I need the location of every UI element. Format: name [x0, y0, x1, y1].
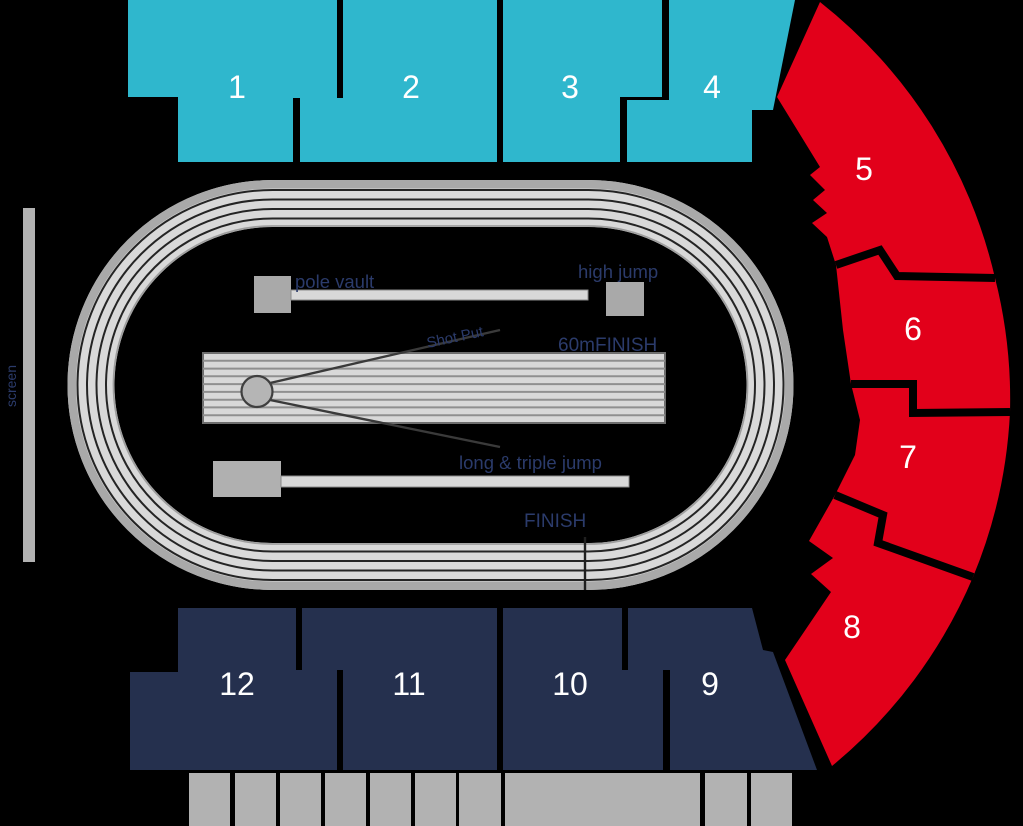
section-1[interactable] — [128, 0, 337, 162]
sprint-lane-lines — [203, 359, 665, 417]
track-lane-separator — [105, 217, 756, 553]
section-5-label: 5 — [855, 151, 873, 187]
divider-5-6 — [834, 245, 996, 282]
section-10-label: 10 — [552, 666, 588, 702]
concourse-block — [370, 773, 411, 826]
screen-label: screen — [3, 365, 19, 407]
sprint-straight — [202, 352, 666, 424]
long-triple-jump-label: long & triple jump — [459, 452, 602, 473]
shot-put-sector-line — [269, 328, 501, 385]
pole-vault-runway — [290, 289, 589, 301]
section-9-label: 9 — [701, 666, 719, 702]
divider-6-7 — [851, 380, 1011, 418]
section-4[interactable] — [627, 0, 795, 162]
concourse-block — [415, 773, 456, 826]
section-1-label: 1 — [228, 69, 246, 105]
track-inner-edge — [112, 225, 749, 545]
section-12[interactable] — [130, 608, 337, 770]
section-6[interactable] — [836, 250, 1011, 413]
tier-curve: 5 6 7 8 — [777, 2, 1011, 766]
section-8-label: 8 — [843, 609, 861, 645]
concourse — [189, 773, 792, 826]
concourse-block — [189, 773, 230, 826]
pole-vault-pit — [254, 276, 291, 313]
tier-top: 1 2 3 4 — [128, 0, 795, 162]
section-9[interactable] — [628, 608, 817, 770]
running-track — [67, 180, 794, 590]
concourse-block — [751, 773, 792, 826]
track-lane-separator — [76, 189, 785, 581]
concourse-block — [280, 773, 321, 826]
section-4-label: 4 — [703, 69, 721, 105]
pole-vault-label: pole vault — [295, 271, 374, 292]
high-jump-label: high jump — [578, 261, 658, 282]
shot-put-sector-line — [269, 398, 501, 449]
track-lane-separator — [86, 198, 775, 572]
section-7[interactable] — [835, 384, 1010, 577]
section-2-label: 2 — [402, 69, 420, 105]
tier-bottom: 12 11 10 9 — [130, 608, 817, 770]
sprint-finish-label: 60mFINISH — [558, 335, 657, 356]
finish-label: FINISH — [524, 511, 586, 532]
section-2[interactable] — [300, 0, 497, 162]
section-11[interactable] — [302, 608, 497, 770]
shot-put-circle — [240, 374, 274, 409]
divider-7-8 — [833, 491, 975, 581]
section-6-label: 6 — [904, 311, 922, 347]
concourse-block — [235, 773, 276, 826]
section-3-label: 3 — [561, 69, 579, 105]
infield: pole vault high jump Shot Put 60mFINISH … — [202, 261, 666, 532]
section-7-label: 7 — [899, 439, 917, 475]
track-lane-separator — [95, 208, 766, 562]
section-12-label: 12 — [219, 666, 255, 702]
concourse-block-wide — [505, 773, 700, 826]
screen-bar — [23, 208, 35, 562]
long-jump-runway — [280, 475, 630, 488]
concourse-block — [459, 773, 501, 826]
track-base-band — [67, 180, 794, 590]
long-jump-pit — [213, 461, 281, 497]
track-outer-band — [67, 180, 794, 590]
screen-board: screen — [3, 208, 35, 562]
section-5[interactable] — [777, 2, 995, 278]
section-10[interactable] — [503, 608, 663, 770]
high-jump-pit — [606, 282, 644, 316]
shot-put-label: Shot Put — [425, 323, 486, 352]
section-3[interactable] — [503, 0, 662, 162]
concourse-block — [705, 773, 747, 826]
section-11-label: 11 — [392, 666, 425, 702]
concourse-block — [325, 773, 366, 826]
